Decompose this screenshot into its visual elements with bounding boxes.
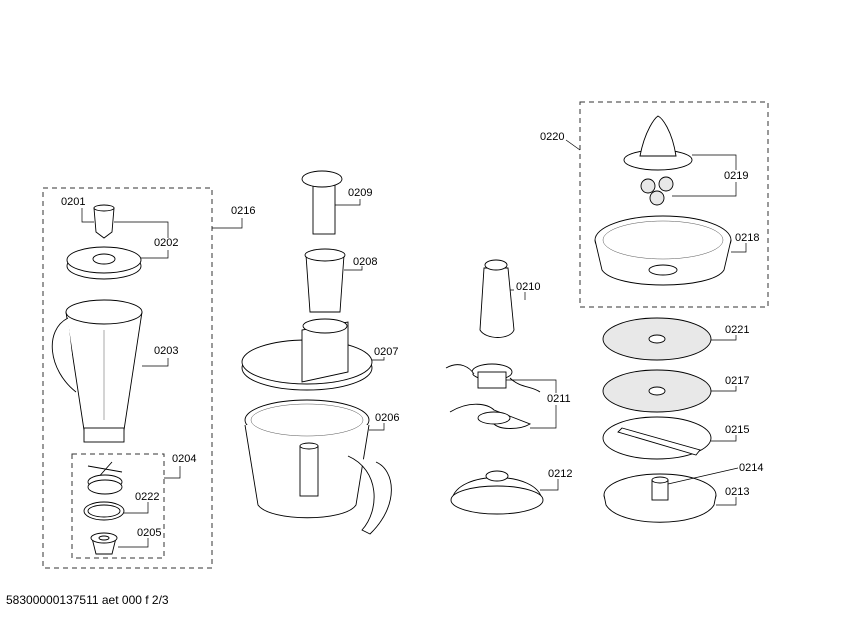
part-0201-measuring-cup[interactable] — [93, 204, 115, 239]
part-0210-attachment-shaft[interactable] — [479, 259, 515, 338]
label-0210: 0210 — [516, 281, 540, 293]
part-0207-bowl-lid[interactable] — [241, 318, 373, 391]
part-0211-knife-blades[interactable] — [445, 363, 541, 429]
part-0221-grating-disc[interactable] — [602, 317, 712, 361]
part-0205-base-ring[interactable] — [90, 532, 118, 555]
part-0203-blender-jug[interactable] — [51, 299, 143, 443]
group-box-0216 — [42, 187, 213, 569]
group-box-0204 — [71, 453, 165, 559]
label-0203: 0203 — [154, 345, 178, 357]
part-0204-blade-assembly[interactable] — [87, 461, 123, 495]
part-0219-citrus-cone[interactable] — [623, 115, 693, 171]
label-0211: 0211 — [547, 393, 571, 405]
label-0201: 0201 — [61, 196, 85, 208]
part-0215-slicer-disc[interactable] — [602, 416, 712, 460]
label-0206: 0206 — [375, 412, 399, 424]
part-0213-disc-holder[interactable] — [603, 473, 717, 523]
label-0219: 0219 — [724, 170, 748, 182]
label-0207: 0207 — [374, 346, 398, 358]
part-0202-lid[interactable] — [66, 246, 142, 280]
label-0214: 0214 — [739, 462, 763, 474]
label-0221: 0221 — [725, 324, 749, 336]
part-0219-small-cones[interactable] — [640, 176, 674, 206]
label-0212: 0212 — [548, 468, 572, 480]
label-0222: 0222 — [135, 491, 159, 503]
label-0202: 0202 — [154, 237, 178, 249]
group-box-0220 — [579, 101, 769, 308]
document-footer-code: 58300000137511 aet 000 f 2/3 — [6, 593, 169, 607]
part-0218-strainer[interactable] — [594, 215, 732, 286]
label-0209: 0209 — [348, 187, 372, 199]
label-0213: 0213 — [725, 486, 749, 498]
part-0208-pusher-inner[interactable] — [304, 248, 346, 313]
part-0206-bowl[interactable] — [244, 399, 392, 535]
label-0205: 0205 — [137, 527, 161, 539]
label-0218: 0218 — [735, 232, 759, 244]
label-0217: 0217 — [725, 375, 749, 387]
label-0204: 0204 — [172, 453, 196, 465]
label-0220: 0220 — [540, 131, 564, 143]
part-0212-disc[interactable] — [450, 470, 544, 515]
label-0216: 0216 — [231, 205, 255, 217]
label-0208: 0208 — [353, 256, 377, 268]
part-0217-slicing-disc[interactable] — [602, 369, 712, 413]
part-0209-pusher[interactable] — [301, 170, 343, 235]
part-0222-seal-ring[interactable] — [83, 501, 125, 521]
leader-lines — [81, 139, 747, 548]
label-0215: 0215 — [725, 424, 749, 436]
